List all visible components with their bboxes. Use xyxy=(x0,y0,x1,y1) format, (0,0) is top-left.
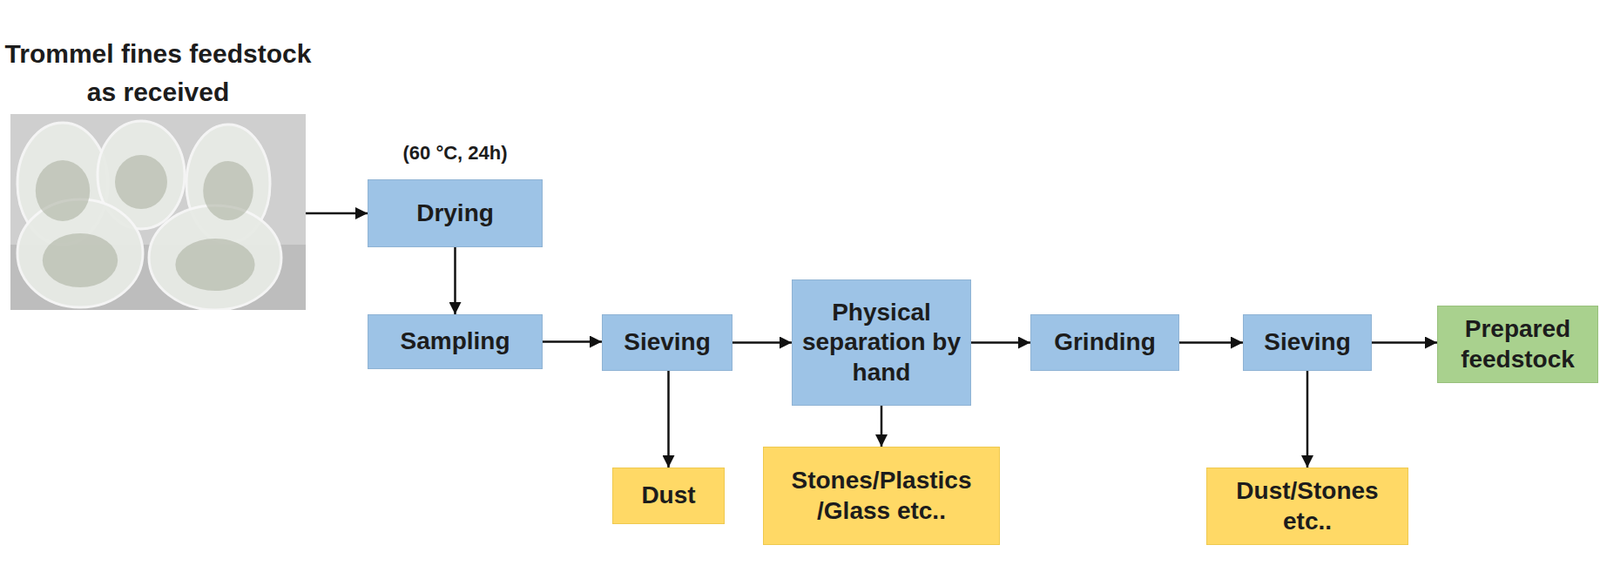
flow-arrow xyxy=(542,340,602,344)
node-label: Drying xyxy=(416,198,494,229)
flow-arrow xyxy=(880,405,884,447)
waste-box: Stones/Plastics /Glass etc.. xyxy=(762,446,1000,546)
node-label: Sampling xyxy=(399,326,510,357)
node-label: Physical separation by hand xyxy=(801,297,962,387)
node-label: Grinding xyxy=(1053,327,1156,358)
flow-arrow xyxy=(667,371,670,468)
flow-arrow xyxy=(305,212,368,216)
waste-box: Dust xyxy=(612,467,725,525)
flow-arrow xyxy=(732,341,792,345)
output-box: Prepared feedstock xyxy=(1437,305,1599,384)
process-box: Grinding xyxy=(1030,314,1180,372)
flow-arrow xyxy=(1371,341,1438,345)
flow-arrow xyxy=(453,247,457,315)
process-box: Sieving xyxy=(1242,314,1372,372)
flow-arrow xyxy=(1179,341,1243,345)
node-label: Sieving xyxy=(1263,327,1351,358)
process-box: Drying xyxy=(367,179,543,248)
process-box: Sampling xyxy=(367,314,543,370)
node-label: Stones/Plastics /Glass etc.. xyxy=(772,465,991,526)
condition-note: (60 °C, 24h) xyxy=(350,141,561,165)
process-box: Physical separation by hand xyxy=(791,279,972,406)
node-label: Dust/Stones etc.. xyxy=(1215,476,1399,536)
node-label: Dust xyxy=(641,480,696,511)
feedstock-photo: Trommel fines feedstock as received xyxy=(10,114,306,311)
node-label: Trommel fines feedstock as received xyxy=(0,34,325,111)
flow-arrow xyxy=(1306,371,1310,468)
process-box: Sieving xyxy=(601,314,733,372)
waste-box: Dust/Stones etc.. xyxy=(1206,467,1409,546)
photo-illustration xyxy=(10,114,306,311)
node-label: Prepared feedstock xyxy=(1446,314,1589,374)
flow-arrow xyxy=(971,341,1031,345)
node-label: Sieving xyxy=(623,327,711,358)
